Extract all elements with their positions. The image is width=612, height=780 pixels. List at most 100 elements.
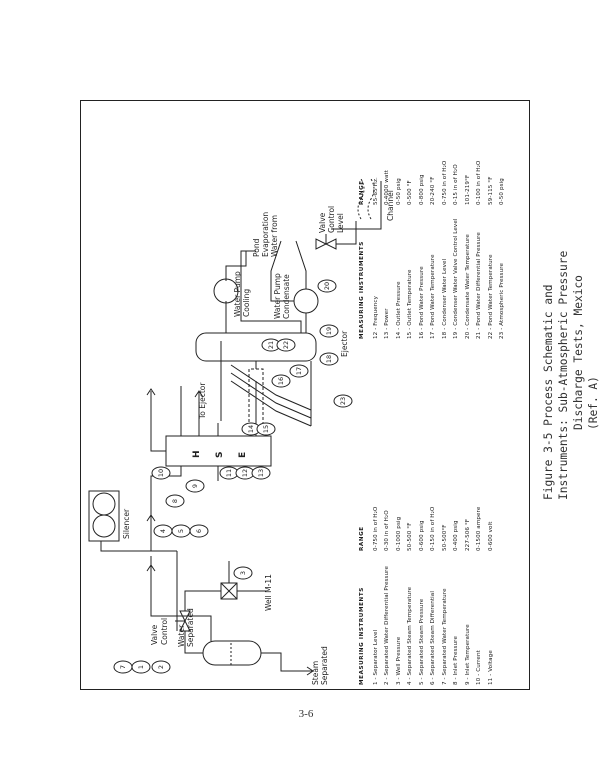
tag-number: 4 [159,529,167,533]
instrument-tag-numbers: 1 2 3 4 5 6 7 8 9 10 11 12 13 14 15 16 1… [119,282,347,669]
table-heading-range: RANGE [359,526,365,551]
level-valve-label-3: Valve [318,212,327,233]
tag-number: 2 [157,665,165,669]
separated-steam-label-1: Separated [320,646,329,685]
control-valve-label-1: Control [160,618,169,645]
hse-label-e: E [238,452,248,458]
table-names-right: MEASURING INSTRUMENTS 12 - Frequency 13 … [357,218,509,339]
tag-number: 14 [247,425,255,433]
tag-9 [185,479,205,493]
table-cell: 0-400 psig [453,520,459,551]
table-ranges-left: RANGE 0-750 in of H₂O 0-30 in of H₂O 0-1… [357,489,497,551]
figure-caption-line-1: Figure 3-5 Process Schematic and Instrum… [542,250,570,500]
table-row: 23 - Atmospheric Pressure [499,262,505,339]
silencer-label: Silencer [122,508,131,539]
hse-label-h: H [192,450,202,458]
channel-label: Channel [386,190,395,221]
water-from-pond-label-2: Evaporation [261,212,270,257]
tag-23 [333,394,353,408]
tag-number: 10 [157,469,165,477]
tag-number: 18 [325,355,333,363]
tag-18 [319,352,339,366]
table-row: 22 - Pond Water Temperature [487,254,494,339]
page-number: 3-6 [298,708,314,720]
tag-number: 12 [241,469,249,477]
separated-steam-label-2: Steam [311,661,320,685]
ejector-condenser [195,332,317,362]
table-cell: 0-750 in of H₂O [372,506,379,551]
tag-number: 13 [257,469,265,477]
cooling-pump-label-1: Cooling [242,289,251,317]
table-cell: 55-65 Hz. [372,177,379,205]
ejector-label: Ejector [340,330,349,357]
tag-3 [233,566,253,580]
tag-7 [113,660,133,674]
rotated-figure-content: 1 2 3 4 5 6 7 8 9 10 11 12 13 14 15 16 1… [81,101,531,691]
table-row: 4 - Separated Steam Temperature [407,586,413,685]
table-cell: 0-100 in of H₂O [476,160,482,205]
silencer [88,490,120,542]
tag-22 [276,338,296,352]
table-cell: 0-600 volt [487,521,494,551]
water-from-pond-label-1: Water from [270,215,279,257]
table-row: 10 - Current [476,650,482,685]
tag-20 [317,279,337,293]
table-cell: 0-800 psig [418,174,425,205]
table-row: 20 - Condensate Water Temperature [464,234,471,339]
tag-number: 11 [225,469,233,477]
control-valve-label-2: Valve [150,624,159,645]
table-cell: 0-1000 psig [395,516,402,551]
condensate-pump-label-1: Condensate [282,274,291,319]
tag-19 [319,324,339,338]
tag-10 [151,466,171,480]
tag-2 [151,660,171,674]
table-cell: 50-500 °F [407,522,413,551]
table-row: 7 - Separated Water Temperature [441,588,448,685]
table-names-left: MEASURING INSTRUMENTS 1 - Separator Leve… [357,565,497,685]
table-row: 2 - Separated Water Differential Pressur… [384,565,390,685]
figure-caption: Figure 3-5 Process Schematic and Instrum… [541,250,600,500]
table-row: 9 - Inlet Temperature [464,624,471,685]
tag-number: 16 [277,377,285,385]
table-cell: 0-4000 watt [384,169,390,205]
table-row: 12 - Frequency [372,296,379,339]
instrument-table-left: MEASURING INSTRUMENTS 1 - Separator Leve… [357,489,497,685]
table-row: 13 - Power [384,308,390,339]
table-row: 21 - Pond Water Differential Pressure [476,232,482,339]
table-cell: 0-50 psig [499,178,505,205]
tag-number: 3 [239,571,247,575]
hse-label-s: S [215,452,225,458]
table-cell: 0-500 °F [407,180,413,205]
tag-number: 21 [267,341,275,349]
table-row: 8 - Inlet Pressure [453,636,459,685]
table-cell: 50-500°F [441,524,448,551]
condensate-pump-label-2: Water Pump [273,273,282,319]
table-cell: 0-30 in of H₂O [384,510,390,551]
tag-number: 17 [295,367,303,375]
tag-number: 1 [137,665,145,669]
well-label: Well M-11 [264,574,273,611]
table-row: 3 - Well Pressure [395,636,402,685]
figure-frame: 1 2 3 4 5 6 7 8 9 10 11 12 13 14 15 16 1… [80,100,530,690]
table-row: 14 - Outlet Pressure [395,281,402,339]
tag-number: 15 [262,425,270,433]
tag-13 [251,466,271,480]
figure-caption-line-2: Discharge Tests, Mexico (Ref. A) [572,275,600,430]
table-cell: 0-600 psig [418,520,425,551]
tag-number: 9 [191,484,199,488]
tag-number: 5 [177,529,185,533]
table-row: 5 - Separated Steam Pressure [418,598,425,685]
table-cell: 0-50 psig [395,178,402,205]
process-schematic: 1 2 3 4 5 6 7 8 9 10 11 12 13 14 15 16 1… [88,178,395,685]
table-row: 19 - Condenser Water Valve Control Level [453,218,459,339]
tag-number: 22 [282,341,290,349]
table-cell: 0-150 in of H₂O [430,506,436,551]
table-row: 15 - Outlet Temperature [407,269,413,339]
water-from-pond-label-3: Pond [252,238,261,257]
instrument-table-right: MEASURING INSTRUMENTS 12 - Frequency 13 … [357,143,509,339]
tag-number: 7 [119,665,127,669]
tag-number: 23 [339,397,347,405]
separated-water-label-1: Separated [186,608,195,647]
table-heading-name: MEASURING INSTRUMENTS [359,241,365,339]
tag-number: 20 [323,282,331,290]
